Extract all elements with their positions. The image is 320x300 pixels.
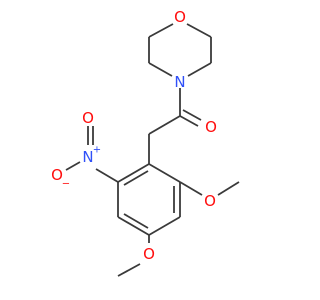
morpholine-oxygen-atom: O bbox=[174, 8, 186, 26]
bond-layer bbox=[65, 23, 240, 277]
bond bbox=[95, 168, 119, 183]
nitro-oxygen-charge: − bbox=[62, 179, 70, 190]
morpholine-nitrogen-atom: N bbox=[174, 73, 185, 91]
methoxy-oxygen-atom-2: O bbox=[143, 245, 155, 263]
bond bbox=[217, 181, 240, 196]
bond bbox=[182, 109, 202, 121]
nitro-single-bond-oxygen-atom: O bbox=[51, 166, 63, 184]
bond bbox=[148, 163, 181, 183]
bond bbox=[179, 115, 199, 127]
nitro-nitrogen-atom: N bbox=[82, 148, 93, 166]
bond bbox=[179, 181, 203, 196]
bond bbox=[65, 161, 81, 171]
bond bbox=[117, 163, 150, 183]
bond bbox=[148, 23, 174, 38]
bond bbox=[186, 23, 212, 38]
methoxy-oxygen-atom-1: O bbox=[204, 192, 216, 210]
bond bbox=[123, 170, 149, 186]
bond bbox=[148, 115, 181, 135]
bond bbox=[148, 216, 181, 236]
atom-layer: O N O N + O O − O O bbox=[51, 8, 217, 263]
bond bbox=[117, 216, 150, 236]
molecule-structure: O N O N + O O − O O bbox=[51, 8, 240, 277]
bond bbox=[123, 213, 149, 229]
nitro-double-bond-oxygen-atom: O bbox=[82, 109, 94, 127]
bond bbox=[117, 263, 141, 277]
carbonyl-oxygen-atom: O bbox=[205, 118, 217, 136]
nitro-nitrogen-charge: + bbox=[93, 145, 101, 156]
bond bbox=[187, 62, 212, 77]
bond bbox=[148, 62, 173, 77]
